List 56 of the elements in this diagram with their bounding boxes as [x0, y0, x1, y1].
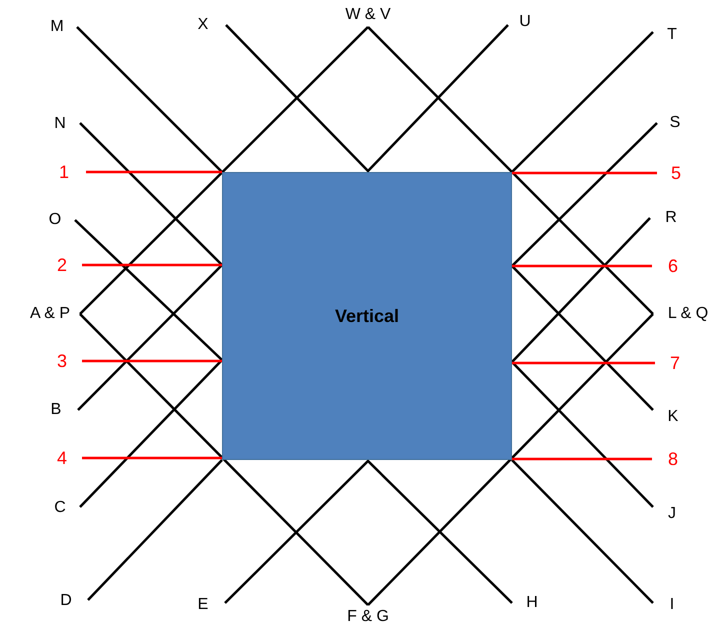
- connector-line: [74, 219, 223, 361]
- point-label: F & G: [335, 605, 401, 629]
- connector-line: [511, 217, 651, 363]
- point-label: I: [653, 593, 691, 617]
- panel-label: Vertical: [334, 304, 400, 328]
- connector-line: [511, 361, 654, 508]
- leader-line: [512, 264, 652, 268]
- point-label: S: [657, 111, 693, 135]
- leader-line: [86, 170, 222, 174]
- callout-number: 1: [42, 160, 86, 184]
- callout-number: 3: [42, 349, 82, 373]
- point-label: R: [650, 206, 692, 230]
- connector-line: [224, 459, 513, 604]
- point-label: M: [37, 15, 77, 39]
- point-label: C: [40, 496, 80, 520]
- point-label: U: [508, 10, 542, 34]
- callout-number: 2: [42, 253, 82, 277]
- point-label: L & Q: [653, 302, 723, 326]
- callout-number: 8: [652, 447, 694, 471]
- square-panel: [222, 172, 512, 460]
- connector-line: [367, 26, 654, 315]
- point-label: X: [180, 13, 226, 37]
- connector-line: [225, 24, 509, 173]
- point-label: N: [40, 112, 80, 136]
- point-label: H: [512, 591, 552, 615]
- callout-number: 5: [657, 161, 695, 185]
- point-label: E: [181, 593, 225, 617]
- leader-line: [82, 264, 222, 266]
- point-label: A & P: [20, 302, 80, 326]
- connector-line: [76, 26, 223, 173]
- point-label: T: [653, 23, 691, 47]
- leader-line: [512, 362, 655, 364]
- connector-line: [77, 264, 223, 411]
- point-label: K: [653, 405, 693, 429]
- connector-line: [511, 122, 658, 267]
- connector-line: [511, 31, 654, 173]
- connector-line: [87, 459, 223, 601]
- callout-number: 6: [652, 254, 694, 278]
- point-label: B: [34, 398, 78, 422]
- leader-line: [82, 456, 222, 460]
- connector-line: [511, 265, 654, 411]
- callout-number: 4: [42, 446, 82, 470]
- point-label: W & V: [335, 3, 401, 27]
- connector-line: [79, 359, 223, 508]
- callout-number: 7: [655, 351, 695, 375]
- point-label: J: [653, 502, 691, 526]
- leader-line: [512, 458, 652, 460]
- connector-line: [79, 26, 369, 315]
- leader-line: [512, 172, 657, 174]
- connector-line: [79, 313, 369, 606]
- point-label: O: [35, 208, 75, 232]
- connector-line: [367, 313, 654, 606]
- leader-line: [82, 360, 222, 362]
- connector-line: [79, 122, 223, 266]
- connector-line: [511, 459, 654, 604]
- point-label: D: [44, 589, 88, 613]
